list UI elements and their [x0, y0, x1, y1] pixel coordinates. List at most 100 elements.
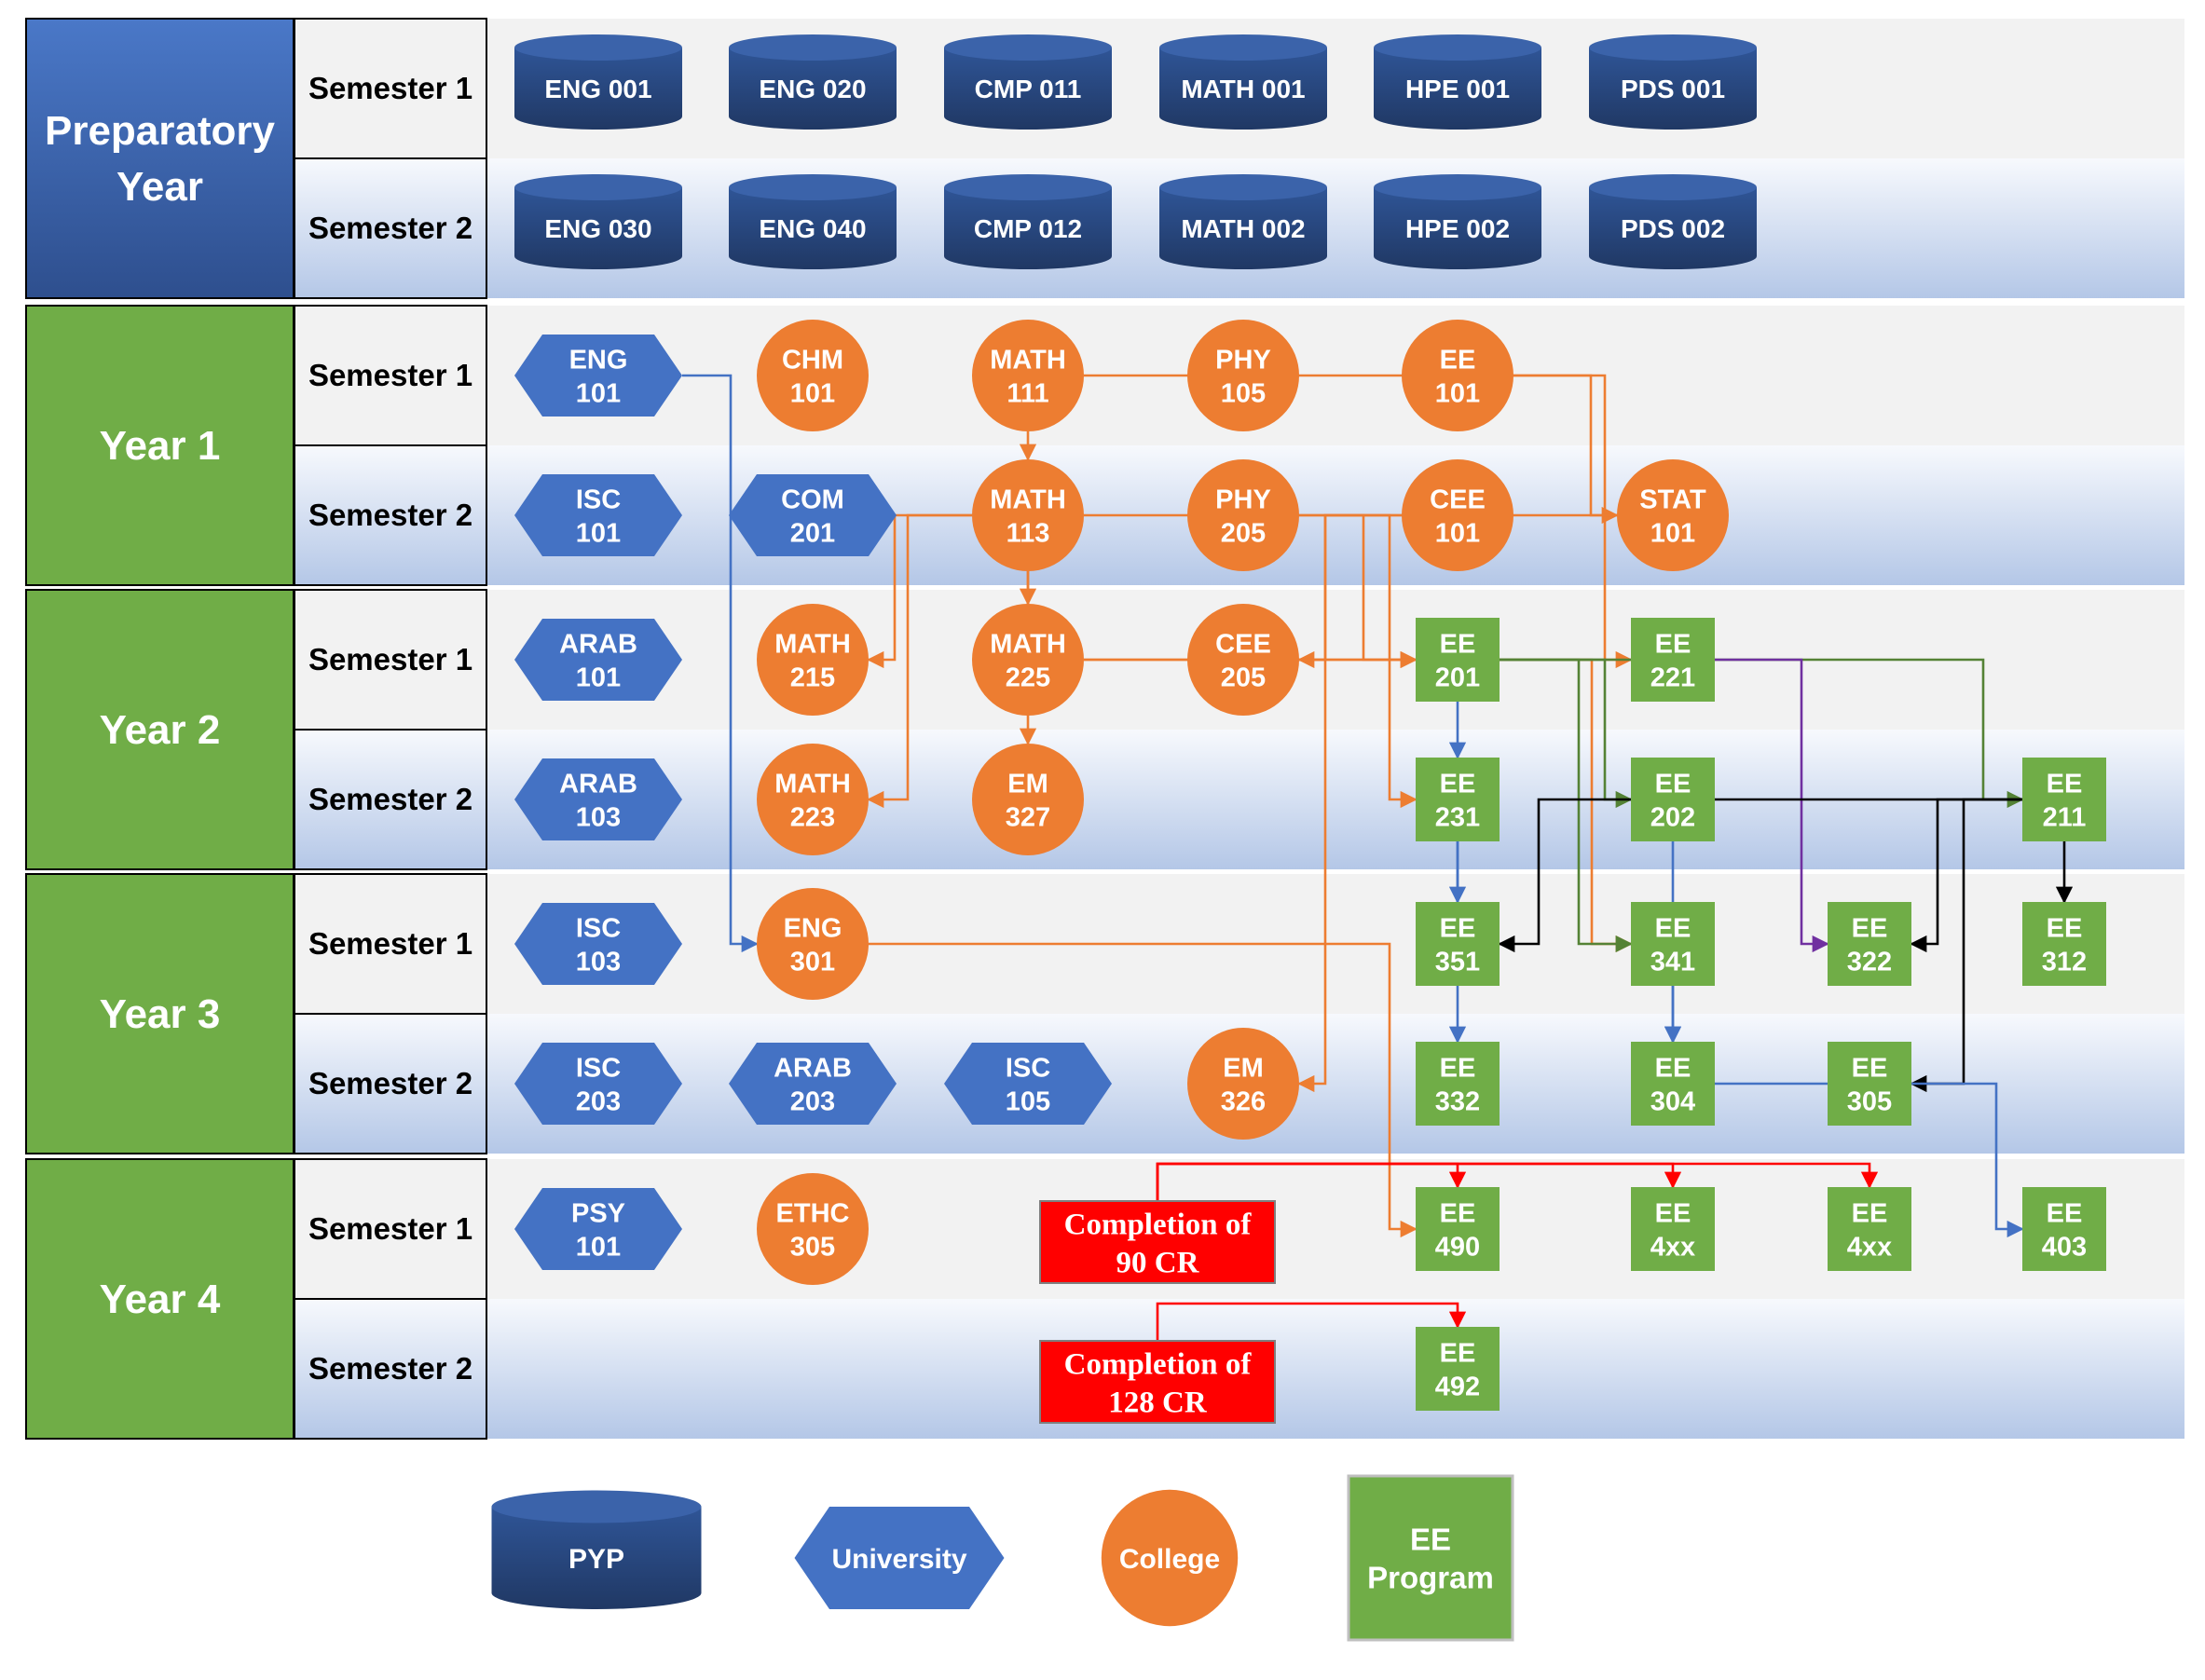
shape-label: 111: [1007, 379, 1048, 409]
shape-label: EE: [1440, 769, 1476, 799]
semester-column-border: [294, 18, 487, 299]
semester-label: Semester 2: [308, 211, 472, 245]
shape-label: Completion of: [1064, 1347, 1253, 1381]
course-eng-001[interactable]: ENG 001: [514, 34, 682, 130]
content-band: [486, 1299, 2184, 1439]
shape-label: 202: [1650, 803, 1695, 833]
course-pds-002[interactable]: PDS 002: [1589, 174, 1757, 269]
prerequisite-arrow: [1498, 798, 2022, 953]
semester-label: Semester 1: [308, 1211, 472, 1246]
shape-label: 322: [1847, 948, 1892, 977]
prerequisite-arrow: [1715, 658, 1829, 953]
legend-pyp: PYP: [491, 1490, 702, 1609]
shape-label: EE: [2047, 913, 2083, 943]
course-pds-001[interactable]: PDS 001: [1589, 34, 1757, 130]
shape-label: 231: [1435, 803, 1480, 833]
shape-label: ENG 040: [759, 214, 866, 243]
shape-label: ISC: [576, 485, 621, 514]
course-eng-030[interactable]: ENG 030: [514, 174, 682, 269]
shape-label: ISC: [1006, 1053, 1050, 1083]
semester-label: Semester 2: [308, 1351, 472, 1386]
semester-cell: [294, 157, 487, 299]
year-header: [25, 589, 294, 870]
year-title: Year 3: [100, 991, 221, 1037]
year-title: Preparatory: [45, 108, 276, 154]
shape-label: ISC: [576, 913, 621, 943]
shape-label: MATH: [774, 629, 851, 659]
course-cmp-012[interactable]: CMP 012: [944, 174, 1112, 269]
shape-label: MATH: [990, 629, 1066, 659]
course-eng-020[interactable]: ENG 020: [729, 34, 897, 130]
shape-label: EE: [1852, 1053, 1888, 1083]
shape-label: PSY: [571, 1198, 625, 1228]
shape-label: 101: [1435, 379, 1480, 409]
course-math-215[interactable]: MATH 215: [757, 604, 869, 716]
shape-label: ENG 001: [544, 75, 651, 103]
course-eng-040[interactable]: ENG 040: [729, 174, 897, 269]
semester-cell: [294, 1298, 487, 1440]
shape-label: ISC: [576, 1053, 621, 1083]
shape-label: 223: [790, 803, 835, 833]
course-hpe-001[interactable]: HPE 001: [1374, 34, 1541, 130]
course-cmp-011[interactable]: CMP 011: [944, 34, 1112, 130]
course-math-002[interactable]: MATH 002: [1159, 174, 1327, 269]
semester-column-border: [294, 305, 487, 586]
shape-label: 351: [1435, 948, 1480, 977]
course-hpe-002[interactable]: HPE 002: [1374, 174, 1541, 269]
semester-label: Semester 2: [308, 782, 472, 816]
shape-label: 215: [790, 663, 835, 693]
shape-label: University: [831, 1544, 966, 1575]
course-ee-231[interactable]: EE 231: [1416, 758, 1500, 841]
prerequisite-arrow: [1156, 1162, 1879, 1201]
shape-label: 90 CR: [1116, 1247, 1200, 1280]
shape-label: PYP: [568, 1544, 624, 1575]
legend-university: University: [794, 1507, 1005, 1609]
shape-label: MATH 001: [1181, 75, 1305, 103]
course-math-001[interactable]: MATH 001: [1159, 34, 1327, 130]
shape-label: ARAB: [559, 769, 637, 799]
